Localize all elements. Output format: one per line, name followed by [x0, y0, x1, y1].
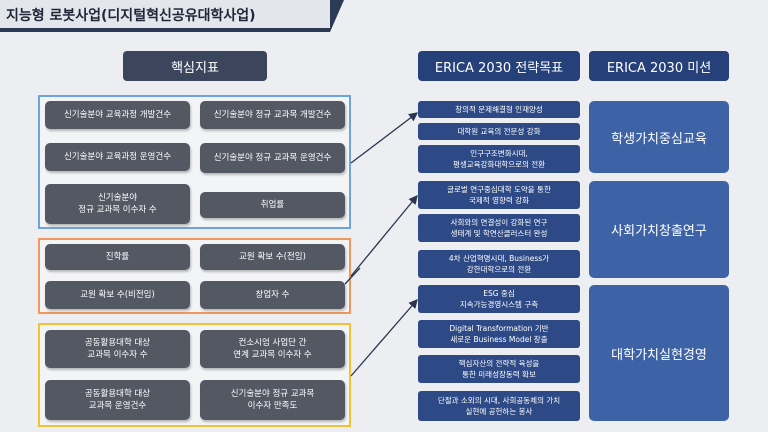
- connector-management: [350, 299, 418, 377]
- goal-item: 창의적 문제해결형 인재양성: [418, 101, 580, 118]
- goal-item: 대학원 교육의 전문성 강화: [418, 123, 580, 140]
- goal-item: 글로벌 연구중심대학 도약을 통한 국제적 영향력 강화: [418, 181, 580, 209]
- mission-student-value: 학생가치중심교육: [589, 101, 729, 173]
- header-kpi: 핵심지표: [123, 51, 267, 81]
- goal-item: 핵심자산의 전략적 육성을 통한 미래성장동력 확보: [418, 355, 580, 383]
- mission-social-value: 사회가치창출연구: [589, 181, 729, 278]
- mission-university-value: 대학가치실현경영: [589, 285, 729, 421]
- header-missions: ERICA 2030 미션: [589, 51, 729, 81]
- kpi-item: 취업률: [200, 192, 345, 218]
- goal-item: 4차 산업혁명시대, Business가 강한대학으로의 전환: [418, 250, 580, 278]
- title-underline: [0, 28, 330, 32]
- kpi-item: 신기술분야 정규 교과목 개발건수: [200, 101, 345, 129]
- kpi-item: 신기술분야 교육과정 개발건수: [45, 101, 190, 129]
- kpi-item: 공동활용대학 대상 교과목 이수자 수: [45, 330, 190, 368]
- kpi-item: 창업자 수: [200, 281, 345, 309]
- kpi-item: 신기술분야 정규 교과목 이수자 수: [45, 184, 190, 224]
- title-bar: 지능형 로봇사업(디지털혁신공유대학사업): [0, 0, 344, 32]
- goal-item: ESG 중심 지속가능경영시스템 구축: [418, 285, 580, 313]
- connector-research: [350, 194, 418, 277]
- header-goals: ERICA 2030 전략목표: [418, 51, 580, 81]
- kpi-item: 교원 확보 수(전임): [200, 244, 345, 270]
- goal-item: 인구구조변화시대, 평생교육강화대학으로의 전환: [418, 145, 580, 173]
- kpi-item: 진학률: [45, 244, 190, 270]
- page-title: 지능형 로봇사업(디지털혁신공유대학사업): [6, 8, 256, 24]
- connector-education: [350, 112, 419, 164]
- kpi-item: 신기술분야 교육과정 운영건수: [45, 143, 190, 171]
- kpi-item: 신기술분야 정규 교과목 이수자 만족도: [200, 380, 345, 420]
- title-slant: [330, 0, 344, 32]
- kpi-item: 교원 확보 수(비전임): [45, 281, 190, 309]
- goal-item: 사회와의 연결성이 강화된 연구 생태계 및 학연산클러스터 완성: [418, 214, 580, 242]
- kpi-item: 신기술분야 정규 교과목 운영건수: [200, 143, 345, 173]
- kpi-item: 공동활용대학 대상 교과목 운영건수: [45, 380, 190, 420]
- goal-item: 단절과 소외의 시대, 사회공동체의 가치 실현에 공헌하는 봉사: [418, 391, 580, 421]
- goal-item: Digital Transformation 기반 새로운 Business M…: [418, 320, 580, 348]
- kpi-item: 컨소시엄 사업단 간 연계 교과목 이수자 수: [200, 330, 345, 368]
